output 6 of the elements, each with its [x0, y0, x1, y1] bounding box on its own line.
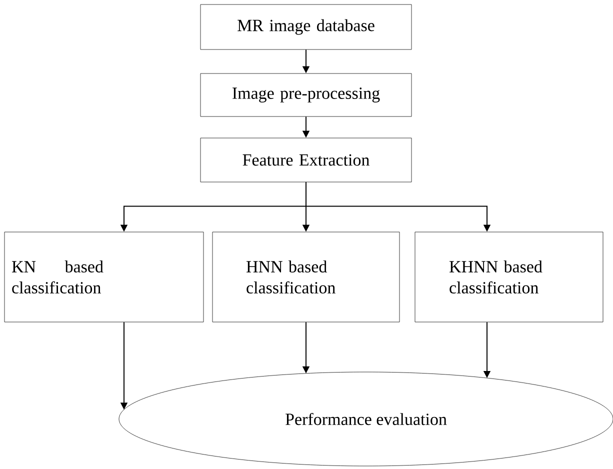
- process-box: Feature Extraction: [200, 138, 412, 182]
- process-box: HNN based classification: [212, 232, 400, 322]
- process-box: KN based classification: [4, 232, 204, 322]
- process-box: Image pre-processing: [200, 73, 412, 117]
- process-box: MR image database: [200, 4, 412, 50]
- process-box: KHNN based classification: [414, 232, 604, 322]
